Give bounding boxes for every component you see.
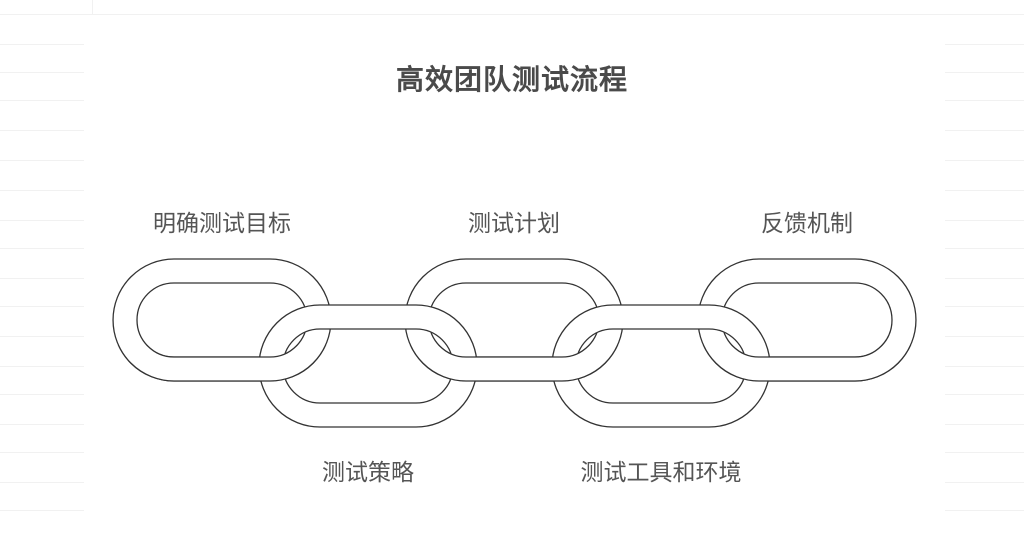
- bg-rule: [0, 72, 84, 73]
- bg-rule: [92, 0, 93, 14]
- bg-rule: [945, 482, 1024, 483]
- bg-rule: [0, 160, 84, 161]
- bg-rule: [0, 14, 1024, 15]
- bg-rule: [0, 510, 84, 511]
- step-label-5: 反馈机制: [761, 211, 853, 237]
- chain-link-3-overlap: [409, 345, 619, 382]
- bg-rule: [945, 190, 1024, 191]
- bg-rule: [0, 44, 84, 45]
- chain-links: [112, 258, 917, 428]
- bg-rule: [0, 482, 84, 483]
- bg-rule: [0, 190, 84, 191]
- bg-rule: [0, 306, 84, 307]
- bg-rule: [945, 248, 1024, 249]
- bg-rule: [945, 72, 1024, 73]
- bg-rule: [945, 306, 1024, 307]
- bg-rule: [945, 278, 1024, 279]
- bg-rule: [945, 100, 1024, 101]
- step-label-4: 测试工具和环境: [580, 460, 742, 486]
- bg-rule: [945, 160, 1024, 161]
- bg-rule: [945, 394, 1024, 395]
- step-label-3: 测试计划: [468, 211, 560, 237]
- bg-rule: [0, 130, 84, 131]
- bg-rule: [0, 452, 84, 453]
- bg-rule: [945, 220, 1024, 221]
- bg-rule: [0, 336, 84, 337]
- diagram-title: 高效团队测试流程: [395, 63, 628, 96]
- chain-link-2: [258, 304, 478, 428]
- bg-rule: [945, 44, 1024, 45]
- bg-rule: [945, 336, 1024, 337]
- chain-link-5-overlap: [702, 345, 912, 382]
- bg-rule: [945, 130, 1024, 131]
- step-label-2: 测试策略: [322, 460, 414, 486]
- bg-rule: [0, 394, 84, 395]
- bg-rule: [945, 510, 1024, 511]
- bg-rule: [945, 452, 1024, 453]
- bg-rule: [945, 424, 1024, 425]
- bg-rule: [0, 220, 84, 221]
- chain-link-1-overlap: [117, 345, 327, 382]
- chain-link-4: [551, 304, 771, 428]
- bg-rule: [0, 100, 84, 101]
- bg-rule: [0, 366, 84, 367]
- bg-rule: [0, 248, 84, 249]
- bg-rule: [0, 278, 84, 279]
- bg-rule: [0, 424, 84, 425]
- bg-rule: [945, 366, 1024, 367]
- step-label-1: 明确测试目标: [153, 211, 291, 237]
